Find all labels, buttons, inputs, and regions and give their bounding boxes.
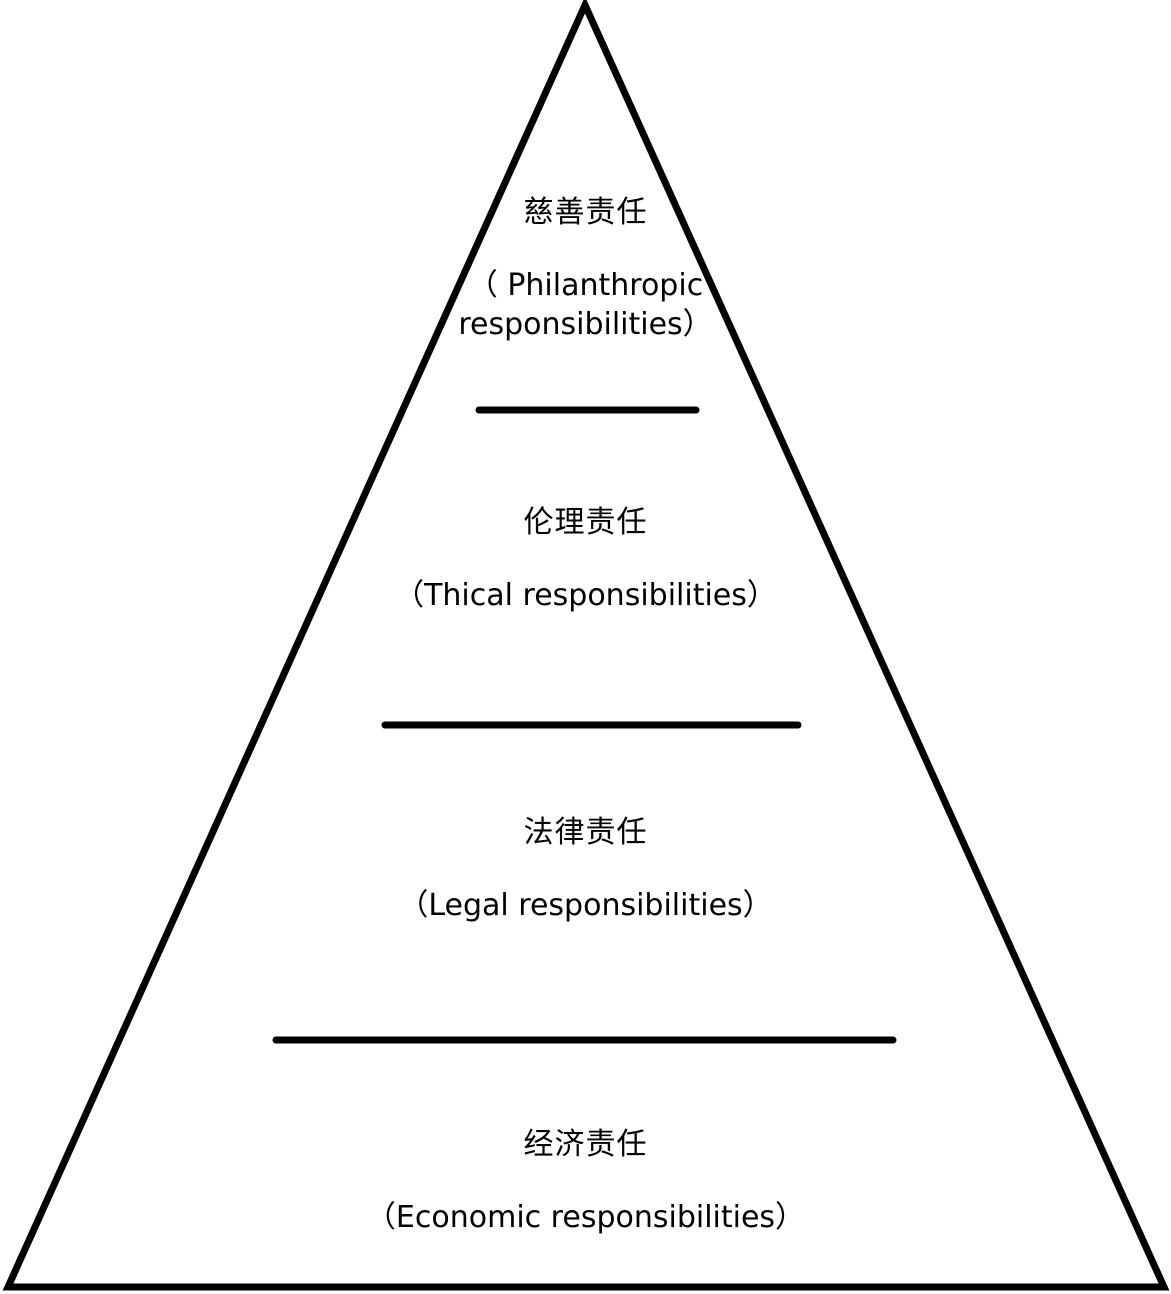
layer-philanthropic-en-label-line1: （ Philanthropic (467, 268, 704, 303)
layer-ethical-en-label: （Thical responsibilities） (394, 578, 777, 613)
layer-economic-en-label: （Economic responsibilities） (365, 1200, 806, 1235)
layer-legal-en-label: （Legal responsibilities） (398, 888, 773, 923)
layer-philanthropic-en-label-line2: responsibilities） (458, 307, 713, 342)
layer-philanthropic: 慈善责任 （ Philanthropic responsibilities） (0, 195, 1171, 344)
layer-ethical: 伦理责任 （Thical responsibilities） (0, 505, 1171, 614)
layer-legal: 法律责任 （Legal responsibilities） (0, 815, 1171, 924)
layer-ethical-cn-label: 伦理责任 (523, 505, 648, 540)
layer-philanthropic-cn-label: 慈善责任 (523, 195, 648, 230)
layer-economic-cn-label: 经济责任 (523, 1127, 648, 1162)
layer-economic: 经济责任 （Economic responsibilities） (0, 1127, 1171, 1236)
layer-legal-cn-label: 法律责任 (523, 815, 648, 850)
